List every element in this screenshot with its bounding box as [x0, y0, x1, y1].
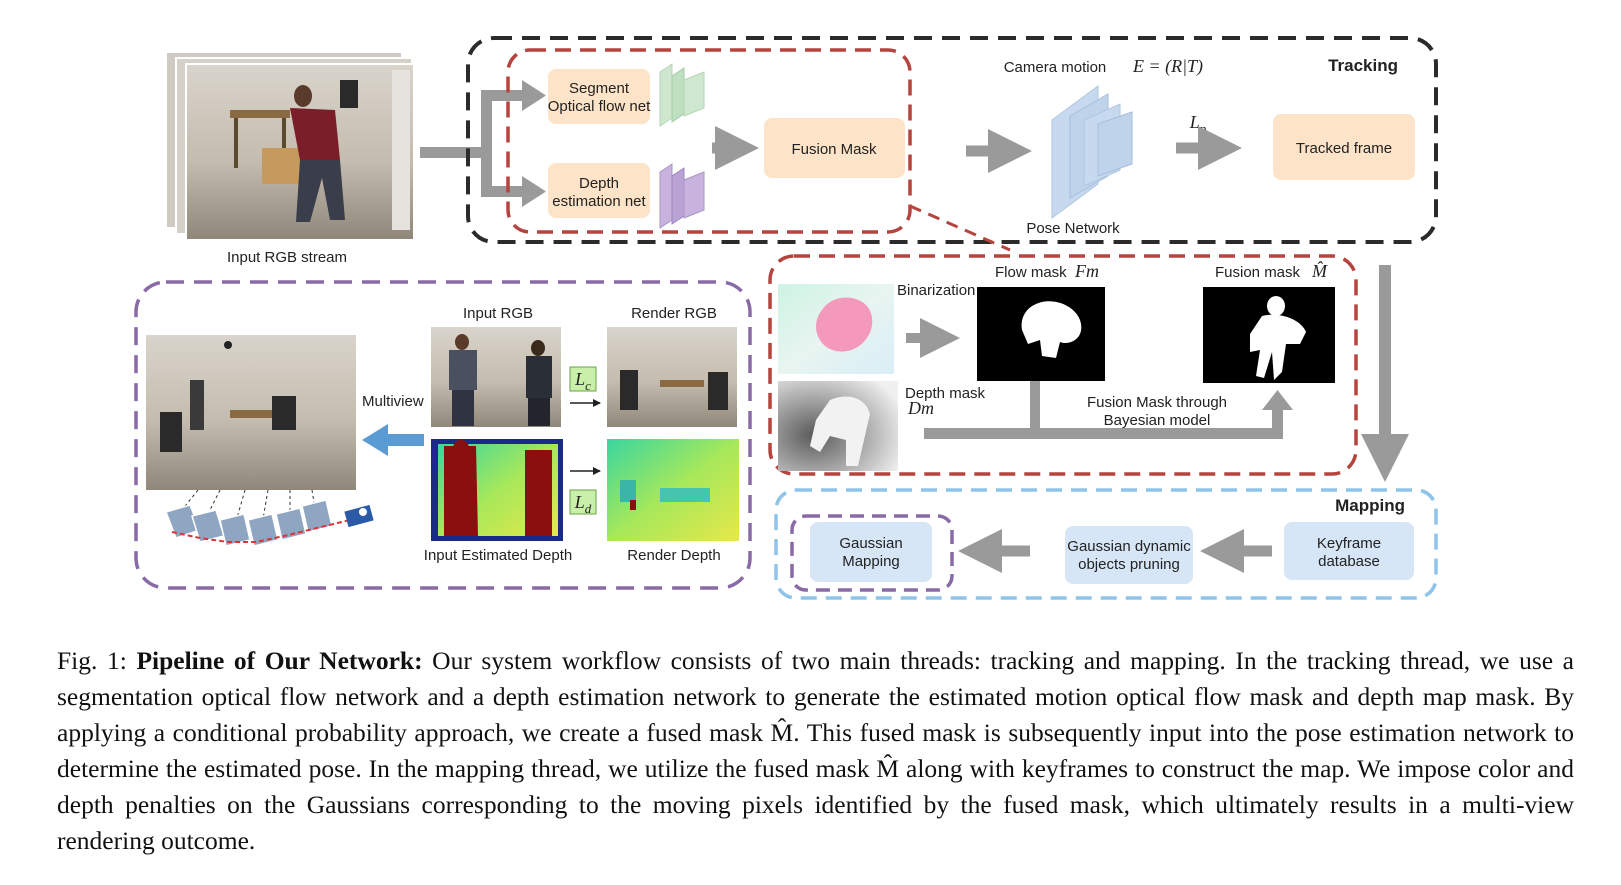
input-depth-image — [431, 439, 563, 541]
depth-map-image — [778, 381, 898, 471]
keyframe-line1: Keyframe — [1317, 535, 1381, 552]
tracking-region — [466, 36, 1438, 244]
segment-net-line1: Segment — [569, 80, 630, 97]
mapping-title: Mapping — [1335, 496, 1405, 515]
render-depth-label: Render Depth — [627, 547, 720, 564]
depth-loss-badge: Ld — [569, 489, 597, 516]
pose-network-icon — [1051, 85, 1133, 219]
bayesian-label-line1: Fusion Mask through — [1087, 394, 1227, 411]
camera-motion-label: Camera motion — [1004, 59, 1107, 76]
multiview-arrow — [362, 424, 424, 456]
multiview-render-image — [146, 335, 356, 490]
input-rgb-stream-label: Input RGB stream — [227, 249, 347, 266]
gaussian-mapping-box — [810, 522, 932, 582]
color-loss-badge: Lc — [569, 366, 597, 393]
fusion-mask-detail-label: Fusion mask — [1215, 264, 1301, 281]
gaussian-mapping-line1: Gaussian — [839, 535, 902, 552]
segment-net-line2: Optical flow net — [548, 98, 651, 115]
depth-net-line2: estimation net — [552, 193, 646, 210]
depth-estimation-net-box — [548, 163, 650, 218]
flow-mask-symbol: Fm — [1074, 261, 1099, 281]
input-rgb-label: Input RGB — [463, 305, 533, 322]
caption-prefix: Fig. 1: — [57, 646, 137, 675]
split-arrow — [420, 80, 546, 207]
fused-mask-image — [1203, 287, 1335, 383]
keyframe-line2: database — [1318, 553, 1380, 570]
render-depth-image — [607, 439, 739, 541]
input-rgb-image — [431, 327, 561, 427]
tracked-frame-label: Tracked frame — [1296, 140, 1392, 157]
pruning-line1: Gaussian dynamic — [1067, 538, 1191, 555]
binarization-label: Binarization — [897, 282, 975, 299]
gaussian-mapping-frame — [790, 514, 954, 592]
pipeline-diagram: Input RGB stream Tracking Segment Optica… — [134, 36, 1438, 600]
depth-net-line1: Depth — [579, 175, 619, 192]
pruning-line2: objects pruning — [1078, 556, 1180, 573]
color-loss-label: Lc — [574, 369, 591, 393]
pose-network-label: Pose Network — [1026, 220, 1120, 237]
fusion-region — [506, 48, 912, 234]
gaussian-mapping-line2: Mapping — [842, 553, 900, 570]
tracked-frame-box — [1273, 114, 1415, 180]
input-rgb-stream — [165, 51, 415, 241]
fusion-mask-symbol: M̂ — [1311, 261, 1328, 281]
render-rgb-label: Render RGB — [631, 305, 717, 322]
depth-mask-symbol: Dm — [907, 398, 934, 418]
caption-text: Our system workflow consists of two main… — [57, 646, 1574, 855]
mapping-region — [774, 488, 1438, 600]
bayesian-fusion-arrow — [924, 381, 1293, 439]
fusion-mask-box — [764, 118, 905, 178]
input-depth-label: Input Estimated Depth — [424, 547, 572, 564]
flow-mask-label: Flow mask — [995, 264, 1067, 281]
pruning-box — [1065, 526, 1193, 584]
camera-motion-formula: E = (R|T) — [1132, 56, 1203, 77]
fusion-detail-region — [768, 254, 1358, 476]
flow-mask-image — [977, 287, 1105, 381]
person-figure — [290, 108, 340, 160]
zoom-link — [909, 204, 1011, 252]
depth-feature-maps-icon — [659, 163, 705, 229]
tracking-title: Tracking — [1328, 56, 1398, 75]
keyframe-database-box — [1284, 522, 1414, 580]
figure-caption: Fig. 1: Pipeline of Our Network: Our sys… — [57, 643, 1574, 859]
fusion-mask-label: Fusion Mask — [791, 141, 877, 158]
pose-loss-label: Lp — [1189, 112, 1207, 136]
bayesian-label-line2: Bayesian model — [1104, 412, 1211, 429]
depth-mask-label: Depth mask — [905, 385, 986, 402]
multiview-label: Multiview — [362, 393, 424, 410]
flow-feature-maps-icon — [659, 63, 705, 127]
optical-flow-image — [778, 284, 894, 374]
render-rgb-image — [607, 327, 737, 427]
caption-bold: Pipeline of Our Network: — [136, 646, 423, 675]
depth-loss-label: Ld — [574, 492, 592, 516]
camera-trajectory — [165, 489, 374, 547]
segment-optical-flow-net-box — [548, 69, 650, 124]
